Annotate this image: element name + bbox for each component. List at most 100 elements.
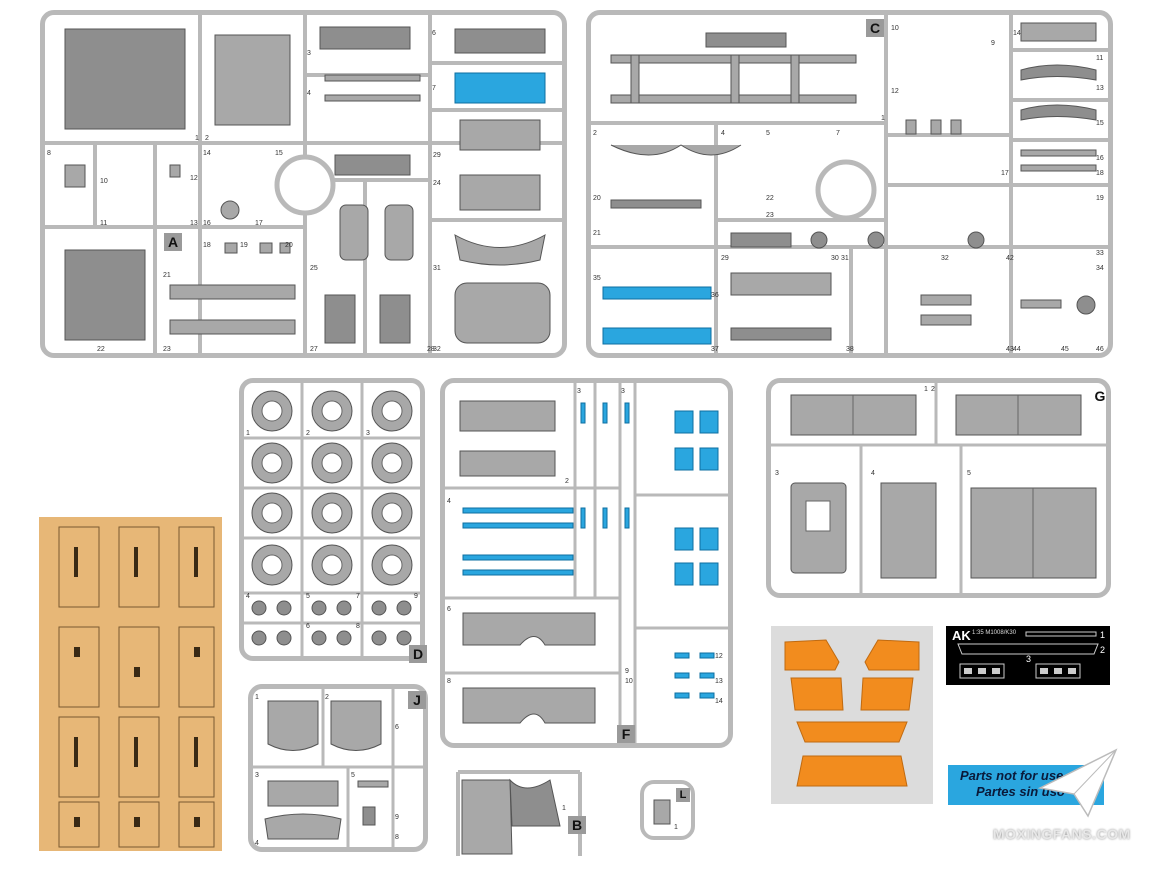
svg-text:5: 5 xyxy=(351,772,355,779)
svg-text:11: 11 xyxy=(1096,55,1103,62)
svg-text:2: 2 xyxy=(325,694,329,701)
svg-text:15: 15 xyxy=(1096,120,1104,127)
svg-text:34: 34 xyxy=(1096,265,1104,272)
svg-text:3: 3 xyxy=(307,50,311,57)
svg-text:20: 20 xyxy=(285,242,293,249)
svg-text:21: 21 xyxy=(593,230,601,237)
sprue-l-drawing: 1 xyxy=(653,799,678,831)
pe-model: 1:35 M1008/K30 xyxy=(972,630,1017,636)
svg-text:38: 38 xyxy=(846,346,854,353)
paper-plane-icon xyxy=(1038,748,1118,818)
svg-text:32: 32 xyxy=(941,255,949,262)
svg-text:28: 28 xyxy=(427,346,435,353)
cardboard-box-sheet xyxy=(39,517,222,851)
sprue-b-drawing: 1 xyxy=(456,770,582,856)
svg-text:29: 29 xyxy=(433,152,441,159)
svg-text:5: 5 xyxy=(306,593,310,600)
svg-text:33: 33 xyxy=(1096,250,1104,257)
svg-text:14: 14 xyxy=(715,698,723,705)
svg-text:13: 13 xyxy=(1096,85,1104,92)
svg-text:22: 22 xyxy=(97,346,105,353)
svg-text:3: 3 xyxy=(577,388,581,395)
svg-text:1: 1 xyxy=(924,386,928,393)
window-masks-sheet xyxy=(771,626,933,804)
svg-text:17: 17 xyxy=(255,220,263,227)
svg-text:25: 25 xyxy=(310,265,318,272)
svg-text:4: 4 xyxy=(447,498,451,505)
svg-text:27: 27 xyxy=(310,346,318,353)
svg-text:23: 23 xyxy=(163,346,171,353)
svg-text:3: 3 xyxy=(775,470,779,477)
svg-text:3: 3 xyxy=(255,772,259,779)
svg-text:7: 7 xyxy=(356,593,360,600)
svg-text:3: 3 xyxy=(621,388,625,395)
svg-text:2: 2 xyxy=(205,135,209,142)
svg-text:37: 37 xyxy=(711,346,719,353)
sprue-j-letter: J xyxy=(408,691,426,709)
photo-etch-fret: AK 1:35 M1008/K30 1 2 3 xyxy=(946,626,1110,685)
svg-text:24: 24 xyxy=(433,180,441,187)
svg-text:44: 44 xyxy=(1013,346,1021,353)
pe-drawing: 1 2 3 xyxy=(957,630,1105,679)
svg-text:13: 13 xyxy=(715,678,723,685)
svg-text:10: 10 xyxy=(100,178,108,185)
svg-text:7: 7 xyxy=(836,130,840,137)
svg-text:17: 17 xyxy=(1001,170,1009,177)
svg-text:19: 19 xyxy=(1096,195,1104,202)
svg-text:36: 36 xyxy=(711,292,719,299)
svg-text:8: 8 xyxy=(47,150,51,157)
svg-text:5: 5 xyxy=(766,130,770,137)
svg-text:9: 9 xyxy=(414,593,418,600)
sprue-b-letter: B xyxy=(568,816,586,834)
svg-text:12: 12 xyxy=(891,88,899,95)
svg-text:1: 1 xyxy=(1100,630,1105,640)
svg-text:32: 32 xyxy=(433,346,441,353)
svg-text:31: 31 xyxy=(841,255,849,262)
svg-text:12: 12 xyxy=(715,653,723,660)
svg-text:10: 10 xyxy=(891,25,899,32)
svg-text:1: 1 xyxy=(246,430,250,437)
svg-text:21: 21 xyxy=(163,272,171,279)
svg-text:18: 18 xyxy=(203,242,211,249)
svg-text:9: 9 xyxy=(395,814,399,821)
sprue-g-letter: G xyxy=(1094,388,1106,404)
svg-text:29: 29 xyxy=(721,255,729,262)
not-for-use-english: Parts not for use xyxy=(960,768,1064,783)
svg-text:9: 9 xyxy=(625,668,629,675)
svg-text:1: 1 xyxy=(881,115,885,122)
svg-text:30: 30 xyxy=(831,255,839,262)
masks-drawing xyxy=(784,639,920,787)
svg-text:4: 4 xyxy=(871,470,875,477)
svg-text:14: 14 xyxy=(203,150,211,157)
sprue-a-letter: A xyxy=(164,233,182,251)
svg-text:35: 35 xyxy=(593,275,601,282)
sprue-l-letter: L xyxy=(676,788,690,802)
svg-text:4: 4 xyxy=(246,593,250,600)
svg-text:2: 2 xyxy=(593,130,597,137)
svg-text:8: 8 xyxy=(395,834,399,841)
svg-text:10: 10 xyxy=(625,678,633,685)
svg-text:4: 4 xyxy=(255,840,259,847)
pe-brand: AK xyxy=(952,628,971,643)
svg-text:2: 2 xyxy=(931,386,935,393)
svg-text:1: 1 xyxy=(255,694,259,701)
watermark: MOXINGFANS.COM xyxy=(993,826,1131,842)
svg-text:19: 19 xyxy=(240,242,248,249)
svg-text:22: 22 xyxy=(766,195,774,202)
svg-text:8: 8 xyxy=(447,678,451,685)
svg-text:43: 43 xyxy=(1006,346,1014,353)
sprue-c-letter: C xyxy=(866,19,884,37)
svg-text:4: 4 xyxy=(721,130,725,137)
svg-text:2: 2 xyxy=(306,430,310,437)
svg-text:13: 13 xyxy=(190,220,198,227)
svg-text:12: 12 xyxy=(190,175,198,182)
svg-text:16: 16 xyxy=(203,220,211,227)
svg-text:6: 6 xyxy=(395,724,399,731)
svg-text:16: 16 xyxy=(1096,155,1104,162)
